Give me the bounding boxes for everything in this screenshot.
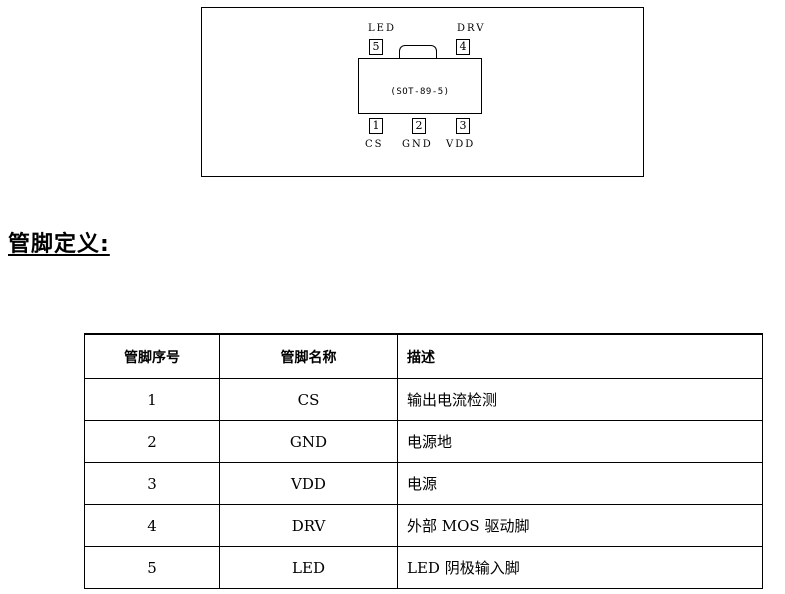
pin-number-cell: 4	[84, 504, 220, 547]
pin-description-cell: 外部 MOS 驱动脚	[397, 504, 763, 547]
package-diagram-frame	[201, 7, 644, 177]
pin-3-name: VDD	[446, 139, 476, 150]
pin-2-number: 2	[412, 118, 426, 134]
pin-2-name: GND	[402, 139, 433, 150]
table-row: 4 DRV 外部 MOS 驱动脚	[84, 504, 763, 547]
table-row: 3 VDD 电源	[84, 462, 763, 505]
package-tab	[399, 45, 437, 59]
pin-number-cell: 5	[84, 546, 220, 589]
pin-5-name: LED	[368, 23, 396, 34]
pin-5-number: 5	[369, 39, 383, 55]
header-pin-number: 管脚序号	[84, 333, 220, 379]
table-row: 1 CS 输出电流检测	[84, 378, 763, 421]
pin-4-number: 4	[456, 39, 470, 55]
pin-name-cell: DRV	[219, 504, 398, 547]
pin-3-number: 3	[456, 118, 470, 134]
pin-definition-table: 管脚序号 管脚名称 描述 1 CS 输出电流检测 2 GND 电源地 3 VDD…	[84, 333, 763, 589]
pin-name-cell: LED	[219, 546, 398, 589]
pin-name-cell: VDD	[219, 462, 398, 505]
pin-description-cell: LED 阴极输入脚	[397, 546, 763, 589]
pin-name-cell: GND	[219, 420, 398, 463]
pin-number-cell: 1	[84, 378, 220, 421]
pin-number-cell: 2	[84, 420, 220, 463]
pin-4-name: DRV	[457, 23, 486, 34]
package-label: (SOT-89-5)	[390, 87, 450, 97]
table-header-row: 管脚序号 管脚名称 描述	[84, 333, 763, 379]
pin-name-cell: CS	[219, 378, 398, 421]
table-row: 2 GND 电源地	[84, 420, 763, 463]
section-title: 管脚定义:	[8, 232, 110, 257]
pin-1-number: 1	[369, 118, 383, 134]
package-body	[358, 58, 482, 114]
pin-description-cell: 输出电流检测	[397, 378, 763, 421]
header-description: 描述	[397, 333, 763, 379]
pin-number-cell: 3	[84, 462, 220, 505]
table-row: 5 LED LED 阴极输入脚	[84, 546, 763, 589]
pin-description-cell: 电源	[397, 462, 763, 505]
pin-1-name: CS	[365, 139, 384, 150]
pin-description-cell: 电源地	[397, 420, 763, 463]
header-pin-name: 管脚名称	[219, 333, 398, 379]
